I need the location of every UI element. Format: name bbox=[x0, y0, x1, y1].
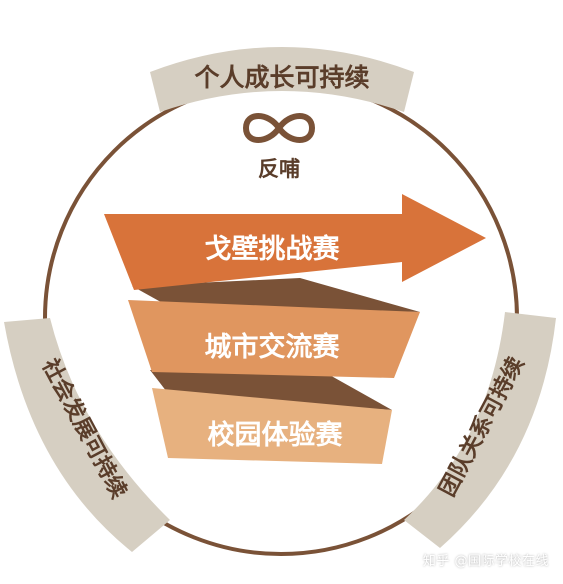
left-label-pill bbox=[4, 318, 170, 552]
top-label-group: 个人成长可持续 bbox=[150, 47, 414, 112]
watermark: 知乎 @国际学校在线 bbox=[422, 554, 549, 569]
ribbon-top-band bbox=[104, 194, 486, 290]
right-label-group: 团队关系可持续 bbox=[404, 312, 556, 548]
ribbon-bottom-band bbox=[152, 388, 392, 464]
feedback-label: 反哺 bbox=[258, 157, 300, 181]
ribbon-level-2-label: 城市交流赛 bbox=[205, 331, 341, 363]
ribbon-level-1-label: 戈壁挑战赛 bbox=[205, 233, 341, 265]
right-label-pill bbox=[404, 312, 556, 548]
ribbon-level-3-label: 校园体验赛 bbox=[208, 419, 344, 451]
ribbon-middle-band bbox=[128, 300, 420, 378]
top-label: 个人成长可持续 bbox=[194, 63, 369, 92]
infinity-icon bbox=[243, 113, 315, 143]
top-label-pill bbox=[150, 47, 414, 112]
left-label-group: 社会发展可持续 bbox=[4, 318, 170, 552]
